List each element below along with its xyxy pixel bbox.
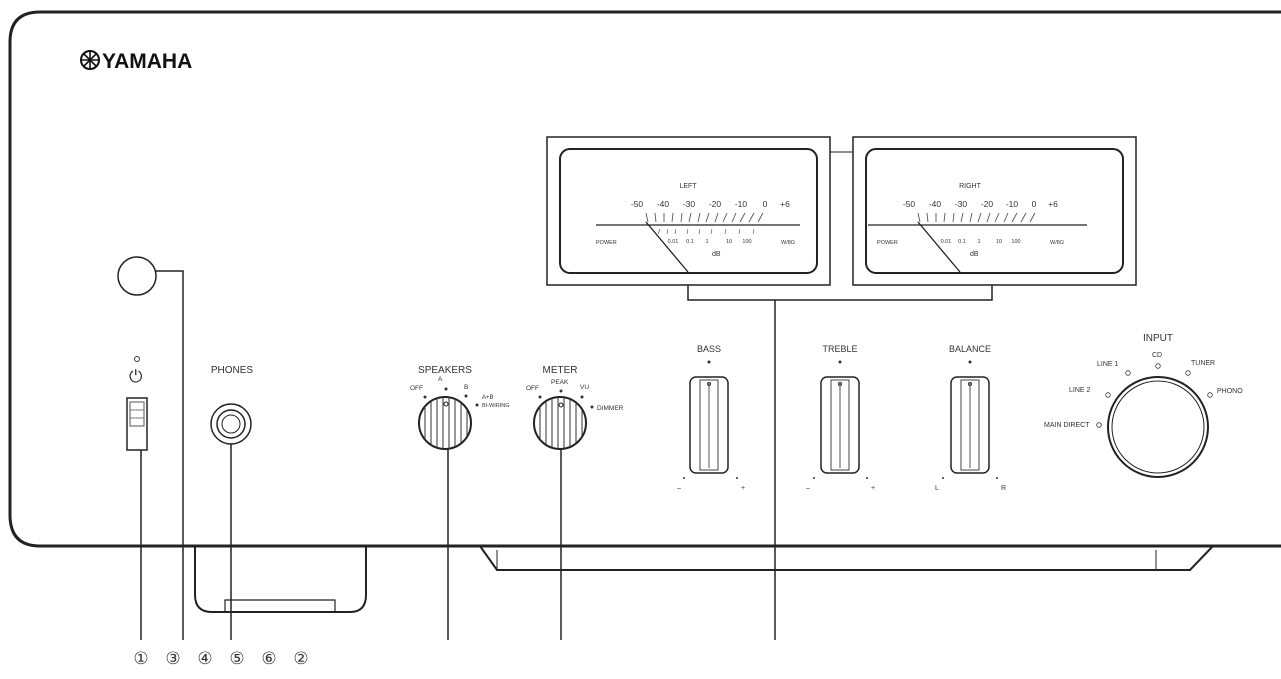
vu-meters-callout-bracket: [687, 285, 993, 301]
chassis-foot-right: [479, 545, 1214, 571]
input-source-cd: CD: [1152, 352, 1162, 359]
vu-right-channel-label: RIGHT: [959, 183, 982, 190]
speakers-pos-b: B: [464, 384, 468, 391]
vu-left-needle: [645, 221, 689, 273]
vu-left-db-tick: -40: [657, 199, 670, 209]
vu-right-db-tick: +6: [1048, 199, 1058, 209]
power-icon: ⏻: [129, 367, 143, 386]
input-label: INPUT: [1143, 333, 1173, 344]
vu-meter-right: RIGHT -50 -40 -30 -20 -10 0 +6 0.01 0.1 …: [852, 136, 1137, 286]
bass-control[interactable]: BASS – +: [677, 344, 745, 492]
vu-left-power-tick: 1: [705, 239, 708, 245]
yamaha-logo: YAMAHA: [80, 50, 192, 73]
speakers-pos-off: OFF: [410, 385, 423, 392]
vu-right-power-tick: 10: [996, 239, 1002, 245]
speakers-label: SPEAKERS: [418, 365, 472, 376]
balance-label: BALANCE: [949, 344, 991, 354]
panel-outline: [8, 10, 1281, 548]
vu-right-power-tick: 0.01: [941, 239, 952, 245]
vu-right-power-tick: 100: [1011, 239, 1020, 245]
treble-control[interactable]: TREBLE – +: [806, 344, 875, 492]
input-source-phono: PHONO: [1217, 388, 1243, 395]
vu-left-unit-label: dB: [712, 251, 721, 258]
vu-left-db-tick: -10: [735, 199, 748, 209]
chassis-lower: [194, 546, 367, 613]
callout-6: ⑥: [261, 649, 276, 668]
bass-max: +: [741, 485, 745, 492]
vu-right-needle: [917, 221, 961, 273]
vu-right-db-tick: -30: [955, 199, 968, 209]
meter-pos-off: OFF: [526, 385, 539, 392]
speakers-pos-ab: A+B: [482, 395, 494, 401]
vu-left-db-tick: -20: [709, 199, 722, 209]
meter-selector-knob[interactable]: [533, 396, 587, 450]
vu-left-channel-label: LEFT: [679, 183, 697, 190]
vu-right-db-tick: -10: [1006, 199, 1019, 209]
meter-pos-vu: VU: [580, 384, 589, 391]
vu-left-power-tick: 100: [742, 239, 751, 245]
vu-left-watts-label: W/8Ω: [781, 240, 795, 246]
vu-right-db-tick: -20: [981, 199, 994, 209]
vu-left-db-tick: -30: [683, 199, 696, 209]
speakers-pos-biwiring: BI-WIRING: [482, 403, 510, 409]
vu-right-db-tick: -40: [929, 199, 942, 209]
input-source-tuner: TUNER: [1191, 360, 1215, 367]
input-selector-knob[interactable]: [1107, 376, 1209, 478]
vu-right-db-tick: -50: [903, 199, 916, 209]
meter-dimmer-label: DIMMER: [597, 405, 624, 412]
vu-left-power-label: POWER: [596, 240, 617, 246]
vu-right-watts-label: W/8Ω: [1050, 240, 1064, 246]
input-source-line2: LINE 2: [1069, 387, 1091, 394]
callout-1: ①: [133, 649, 148, 668]
vu-left-power-tick: 10: [726, 239, 732, 245]
phones-label: PHONES: [211, 365, 254, 376]
callout-2: ②: [293, 649, 308, 668]
callout-5: ⑤: [229, 649, 244, 668]
brand-logo-text: YAMAHA: [102, 50, 192, 73]
vu-right-power-tick: 1: [977, 239, 980, 245]
treble-label: TREBLE: [822, 344, 857, 354]
vu-left-db-tick: +6: [780, 199, 790, 209]
treble-max: +: [871, 485, 875, 492]
vu-meter-left: LEFT -50 -40 -30 -20 -10 0 +6 0.01 0.1 1: [546, 136, 831, 286]
vu-right-unit-label: dB: [970, 251, 979, 258]
input-source-line1: LINE 1: [1097, 361, 1119, 368]
vu-right-power-tick: 0.1: [958, 239, 966, 245]
treble-min: –: [806, 485, 810, 492]
bass-label: BASS: [697, 344, 721, 354]
vu-left-power-tick: 0.01: [668, 239, 679, 245]
meter-pos-peak: PEAK: [551, 379, 569, 386]
vu-left-db-tick: 0: [763, 199, 768, 209]
balance-max: R: [1001, 485, 1006, 492]
speakers-selector-knob[interactable]: [418, 396, 472, 450]
input-source-main-direct: MAIN DIRECT: [1044, 422, 1090, 429]
vu-right-power-label: POWER: [877, 240, 898, 246]
phones-jack[interactable]: [210, 403, 252, 445]
power-switch[interactable]: [126, 397, 148, 451]
balance-control[interactable]: BALANCE L R: [935, 344, 1006, 492]
vu-left-power-tick: 0.1: [686, 239, 694, 245]
balance-min: L: [935, 485, 939, 492]
remote-sensor: [117, 256, 157, 296]
vu-left-db-tick: -50: [631, 199, 644, 209]
callout-4: ④: [197, 649, 212, 668]
bass-min: –: [677, 485, 681, 492]
speakers-pos-a: A: [438, 376, 443, 383]
vu-right-db-tick: 0: [1032, 199, 1037, 209]
callout-3: ③: [165, 649, 180, 668]
meter-label: METER: [543, 365, 578, 376]
